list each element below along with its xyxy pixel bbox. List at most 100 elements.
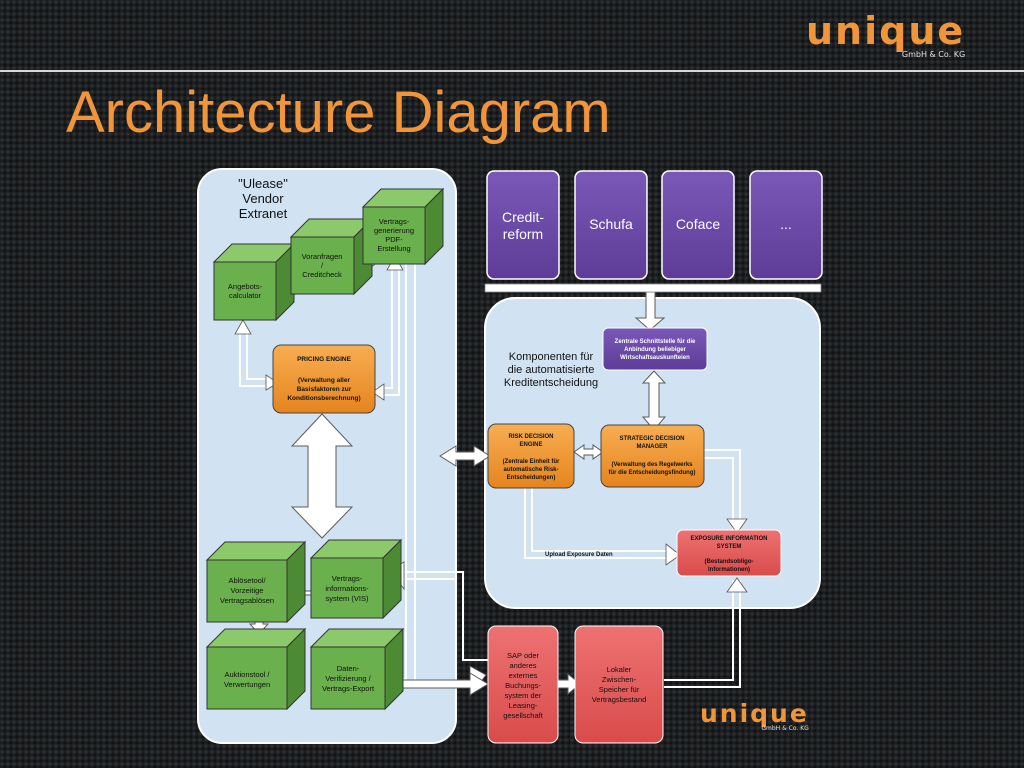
zentrale-label: Zentrale Schnittstelle für die Anbindung… (615, 339, 696, 361)
zentrale-line-3: Wirtschaftsauskunfteien (620, 355, 690, 361)
logo-subtitle: GmbH & Co. KG (901, 50, 966, 59)
risk-desc-3: Entscheidungen) (507, 475, 556, 481)
cube-daten-line-3: Vertrags-Export (322, 684, 375, 693)
cube-vis-line-1: Vertrags- (332, 574, 363, 583)
flow-strategic-exposure (704, 449, 741, 530)
sap-line-1: SAP oder (507, 651, 539, 660)
bureau-labels: Credit- reform Schufa Coface ... (502, 209, 792, 242)
arrow-bar-zentrale (634, 291, 666, 331)
lokaler-box (574, 625, 664, 744)
flow-vis-sap-outer (395, 578, 457, 652)
bureau-more-label: ... (780, 216, 792, 232)
cube-abloese-line-1: Ablösetool/ (228, 576, 266, 585)
flow-risk-exposure (524, 488, 675, 559)
cube-voranfragen-line-3: Creditcheck (302, 270, 342, 279)
cube-voranfragen-line-2: / (321, 261, 324, 270)
cube-vis (309, 538, 403, 620)
cube-gen-line-2: generierung (374, 226, 414, 235)
strategic-desc-1: (Verwaltung des Regelwerks (611, 462, 693, 468)
flow-angebot-pricing-outer (246, 330, 272, 380)
logo-small-wordmark: unique (700, 699, 809, 728)
exposure-box (676, 529, 782, 577)
vendor-line-2: Vendor (242, 191, 284, 206)
sap-line-6: Leasing- (509, 701, 538, 710)
cube-abloese-line-2: Vorzeitige (231, 586, 264, 595)
cube-voranfragen-line-1: Voranfragen (302, 252, 343, 261)
risk-desc-1: (Zentrale Einheit für (503, 459, 560, 465)
strategic-title-1: STRATEGIC DECISION (620, 436, 685, 442)
upload-exposure-label: Upload Exposure Daten (545, 552, 613, 558)
vendor-line-1: "Ulease" (238, 176, 288, 191)
exposure-title-1: EXPOSURE INFORMATION (691, 536, 768, 542)
cube-auktion-line-2: Verwertungen (224, 680, 270, 689)
credit-panel-line-3: Kreditentscheidung (504, 377, 598, 389)
pricing-engine-title: PRICING ENGINE (297, 356, 351, 363)
credit-panel-line-1: Komponenten für (509, 351, 594, 363)
lokaler-line-4: Vertragsbestand (592, 695, 647, 704)
credit-decision-label: Komponenten für die automatisierte Kredi… (504, 351, 598, 389)
cube-angebot (212, 242, 296, 322)
lokaler-line-2: Zwischen- (602, 675, 637, 684)
exposure-title-2: SYSTEM (717, 544, 742, 550)
logo-small-subtitle: GmbH & Co. KG (761, 725, 809, 732)
pricing-engine-box (272, 344, 376, 414)
company-logo-small: unique GmbH & Co. KG (700, 701, 809, 732)
flow-strategic-exposure-outer (704, 457, 734, 530)
cube-labels: Angebots- calculator Voranfragen / Credi… (220, 217, 414, 693)
credit-panel-line-2: die automatisierte (508, 364, 595, 376)
bureau-schufa-label: Schufa (589, 216, 633, 232)
connector-arrows (239, 262, 400, 396)
flow-lokaler-exposure-outer (664, 580, 734, 681)
bureau-creditreform (486, 170, 560, 280)
risk-engine-box (487, 423, 575, 489)
sap-line-4: Buchungs- (505, 681, 541, 690)
strategic-title-2: MANAGER (637, 444, 669, 450)
pricing-engine-desc-3: Konditionsberechnung) (287, 395, 360, 402)
lokaler-label: Lokaler Zwischen- Speicher für Vertragsb… (592, 665, 647, 704)
cube-abloese (205, 540, 307, 624)
sap-box (487, 625, 559, 744)
cube-gen-line-1: Vertrags- (379, 217, 410, 226)
cube-auktion-line-1: Auktionstool / (224, 670, 270, 679)
flow-lokaler-exposure (664, 580, 741, 688)
sap-line-5: system der (505, 691, 542, 700)
zentrale-line-1: Zentrale Schnittstelle für die (615, 339, 696, 345)
risk-title-2: ENGINE (519, 442, 542, 448)
lokaler-line-3: Speicher für (599, 685, 640, 694)
cube-daten (309, 627, 405, 711)
flow-vis-sap (395, 571, 488, 661)
bureau-coface (661, 170, 735, 280)
bureau-coface-label: Coface (676, 216, 721, 232)
exposure-desc-2: Informationen) (708, 567, 750, 573)
zentrale-box (602, 327, 708, 371)
cube-auktion (205, 627, 307, 711)
flow-angebot-pricing (239, 330, 272, 387)
pricing-engine-desc-2: Basisfaktoren zur (297, 386, 352, 393)
bureau-creditreform-line-1: Credit- (502, 209, 544, 225)
bureau-more (749, 170, 823, 280)
bureau-schufa (574, 170, 648, 280)
sap-line-3: externes (509, 671, 538, 680)
bureau-bus-bar (484, 283, 822, 293)
bureau-creditreform-line-2: reform (503, 226, 543, 242)
pricing-engine-label: PRICING ENGINE (Verwaltung aller Basisfa… (287, 356, 360, 402)
cube-abloese-line-3: Vertragsablösen (220, 596, 274, 605)
risk-desc-2: automatische Risk- (503, 467, 558, 473)
sap-line-7: gesellschaft (503, 711, 544, 720)
strategic-manager-box (600, 424, 705, 488)
cube-gen-line-4: Erstellung (377, 244, 410, 253)
exposure-label: EXPOSURE INFORMATION SYSTEM (Bestandsobl… (691, 536, 768, 573)
cube-vertragsgen (361, 187, 445, 266)
cube-gen-line-3: PDF- (385, 235, 403, 244)
cube-vis-line-3: system (VIS) (326, 594, 369, 603)
company-logo: unique GmbH & Co. KG (806, 12, 965, 59)
cube-daten-line-1: Daten- (337, 664, 360, 673)
arrow-daten-sap (399, 672, 489, 696)
logo-wordmark: unique (806, 9, 966, 53)
risk-engine-label: RISK DECISION ENGINE (Zentrale Einheit f… (503, 434, 560, 481)
vendor-line-3: Extranet (239, 206, 288, 221)
cube-angebot-line-1: Angebots- (228, 282, 263, 291)
lokaler-line-1: Lokaler (607, 665, 632, 674)
bureau-boxes (486, 170, 823, 280)
